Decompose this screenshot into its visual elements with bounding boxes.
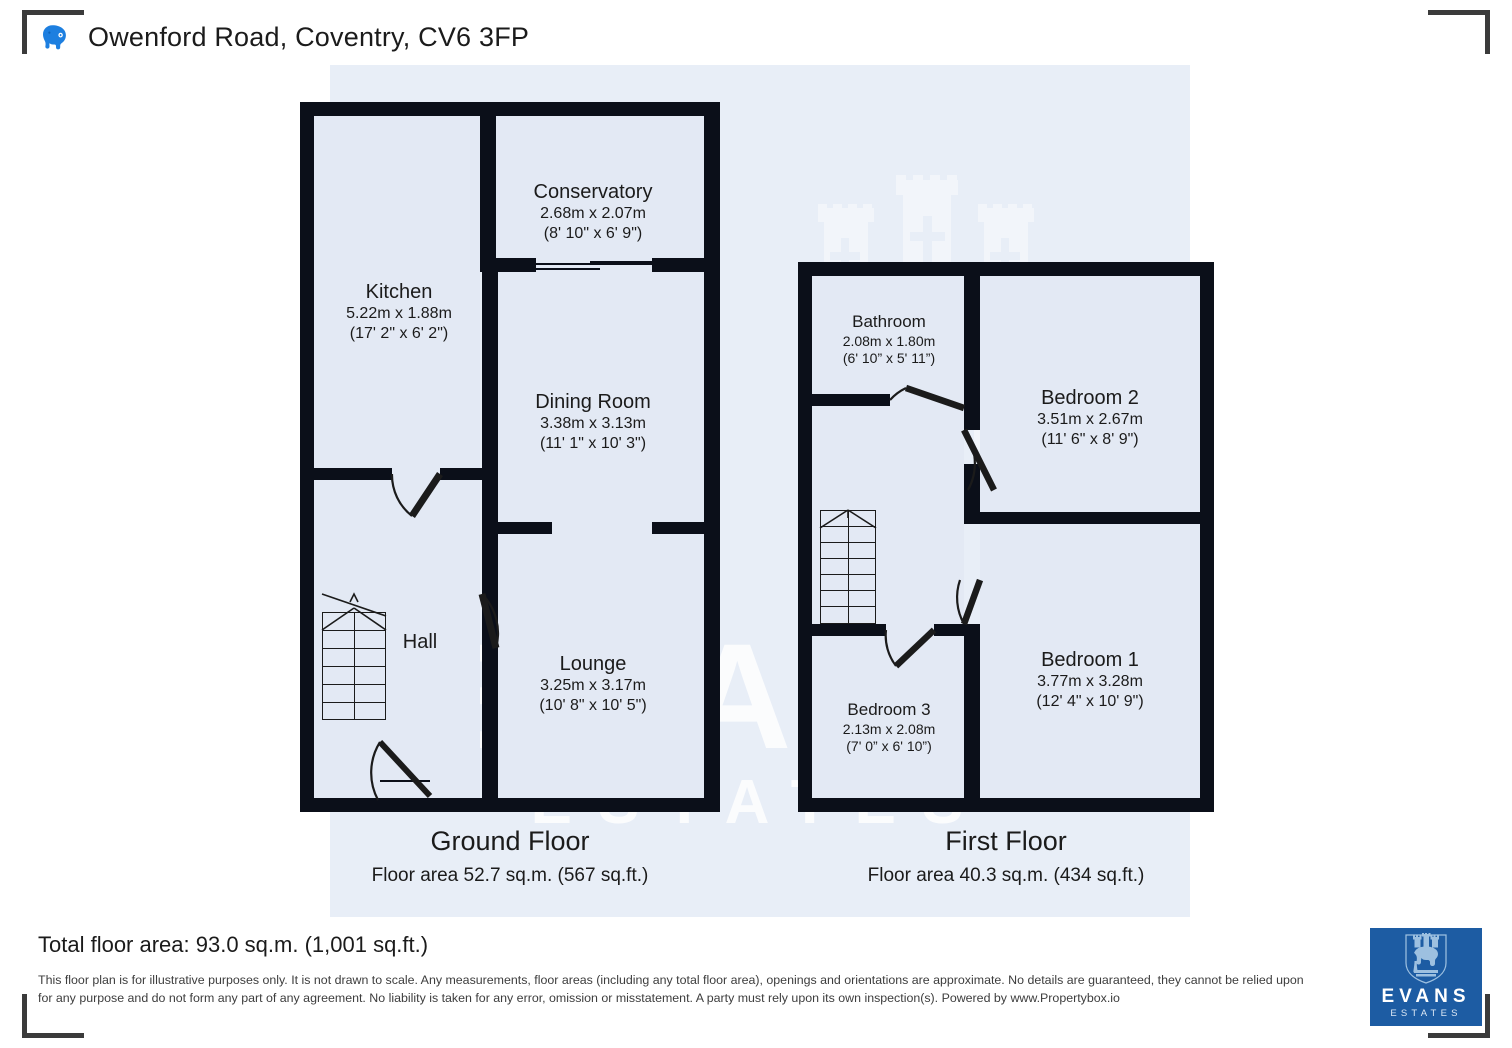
room-label-dining-room: Dining Room 3.38m x 3.13m (11' 1" x 10' … [535,391,651,452]
ground-floor-plan: Kitchen 5.22m x 1.88m (17' 2" x 6' 2") C… [300,102,720,812]
room-label-kitchen: Kitchen 5.22m x 1.88m (17' 2" x 6' 2") [346,281,452,342]
wall-bedroom2-bedroom1 [964,512,1200,524]
wall-dining-lounge-stub-right [652,522,704,534]
corner-bracket-bottom-left [22,994,84,1038]
wall-ground-top [300,102,720,116]
first-floor-door-swings [884,384,997,669]
wall-ground-bottom [300,798,720,812]
first-floor-staircase [820,510,876,624]
evans-estates-logo: EVANS ESTATES [1370,928,1482,1026]
room-fill-bathroom [812,276,964,404]
wall-first-left [798,262,812,812]
wall-bedroom3-bedroom1 [964,624,980,798]
wall-landing-bedroom2-lower [964,464,980,522]
room-label-bedroom-1: Bedroom 1 3.77m x 3.28m (12' 4" x 10' 9"… [1036,649,1144,710]
wall-ground-left [300,102,314,812]
room-fill-bedroom1 [980,522,1200,798]
wall-conservatory-bottom-left [480,258,536,272]
room-fill-hall [314,474,480,798]
wall-bedroom3-top-right [934,624,964,636]
disclaimer-text: This floor plan is for illustrative purp… [38,973,1304,1005]
first-floor-caption: First Floor Floor area 40.3 sq.m. (434 s… [867,826,1145,886]
ground-floor-caption: Ground Floor Floor area 52.7 sq.m. (567 … [371,826,649,886]
room-label-lounge: Lounge 3.25m x 3.17m (10' 8" x 10' 5") [539,653,647,714]
wall-bathroom-bottom [812,394,890,406]
logo-primary-text: EVANS [1381,985,1471,1007]
first-floor-plan: Bathroom 2.08m x 1.80m (6' 10” x 5' 11”)… [798,262,1214,812]
wall-first-top [798,262,1214,276]
wall-kitchen-hall [314,468,392,480]
wall-conservatory-bottom-right [652,258,704,272]
room-label-bedroom-2: Bedroom 2 3.51m x 2.67m (11' 6" x 8' 9") [1037,387,1143,448]
page-title: Owenford Road, Coventry, CV6 3FP [88,22,530,52]
corner-bracket-top-left [22,10,84,54]
wall-first-right [1200,262,1214,812]
wall-bedroom3-top-left [812,624,886,636]
room-fill-landing [812,404,964,632]
wall-first-bottom [798,798,1214,812]
room-label-bedroom-3: Bedroom 3 2.13m x 2.08m (7' 0” x 6' 10”) [842,700,936,754]
corner-bracket-top-right [1428,10,1490,54]
ground-stair-direction-arrow [321,592,387,631]
room-fill-bedroom2 [980,276,1200,522]
corner-bracket-bottom-right [1428,994,1490,1038]
wall-kitchen-divider [480,116,496,272]
room-fill-lounge [498,532,704,798]
room-fill-conservatory [482,116,704,272]
elephant-icon [43,24,66,49]
wall-dining-left [482,272,498,532]
room-fill-dining [498,272,704,532]
wall-dining-lounge-stub [498,522,552,534]
room-label-conservatory: Conservatory 2.68m x 2.07m (8' 10" x 6' … [533,181,653,242]
room-label-hall: Hall [402,631,438,653]
total-floor-area: Total floor area: 93.0 sq.m. (1,001 sq.f… [38,932,429,957]
ground-floor-staircase [322,612,386,720]
logo-secondary-text: ESTATES [1390,1007,1462,1019]
wall-landing-bedroom2-mid [964,392,980,430]
conservatory-sliding-door-leaf [536,268,600,270]
ground-floor-door-swings [370,472,500,801]
wall-ground-right [704,102,720,812]
conservatory-sliding-door-leaf-2 [590,261,654,263]
wall-landing-bedroom2-upper [964,276,980,408]
room-label-bathroom: Bathroom 2.08m x 1.80m (6' 10” x 5' 11”) [842,312,936,366]
shield-crest-icon [1405,932,1447,984]
wall-kitchen-hall-right [440,468,482,480]
wall-front-door-sill [380,780,430,782]
page-header: Owenford Road, Coventry, CV6 3FP [40,22,529,53]
conservatory-sliding-door [536,263,654,265]
room-fill-bedroom3 [812,632,964,798]
first-stair-direction-arrow [819,509,877,529]
